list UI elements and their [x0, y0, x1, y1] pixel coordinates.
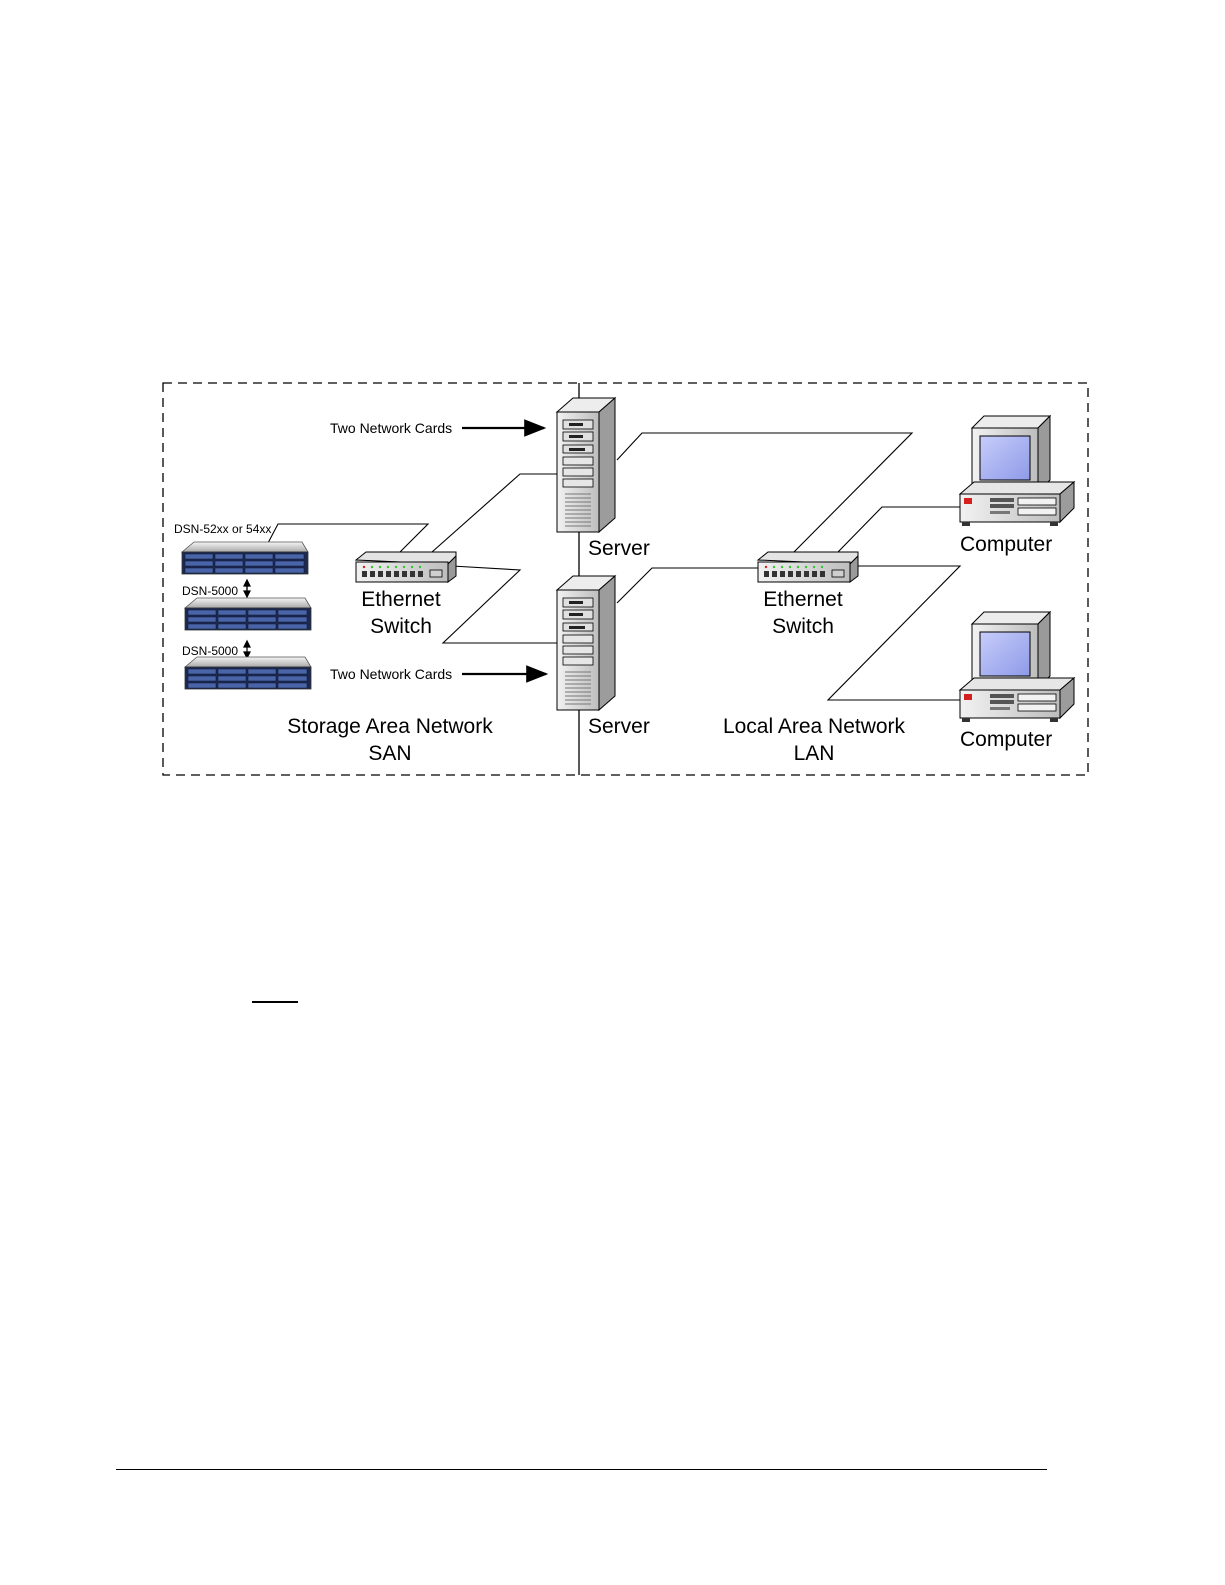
- label-lan-line1: Local Area Network: [704, 713, 924, 740]
- label-two-network-cards-top: Two Network Cards: [330, 421, 452, 435]
- ethernet-switch-icon: [356, 552, 456, 582]
- label-dsn-expansion-2: DSN-5000: [182, 645, 238, 657]
- label-san-region: Storage Area Network SAN: [270, 713, 510, 767]
- label-two-network-cards-bottom: Two Network Cards: [330, 667, 452, 681]
- underline-mark: [252, 1001, 298, 1003]
- label-switch-san: Ethernet Switch: [352, 586, 450, 640]
- label-switch-lan-line1: Ethernet: [754, 586, 852, 613]
- daisy-chain-arrow-1-head: [244, 580, 250, 597]
- storage-array-icon: [182, 542, 308, 574]
- daisy-chain-arrow-2-head: [244, 641, 250, 658]
- desktop-computer-icon: [960, 612, 1074, 722]
- label-dsn-primary: DSN-52xx or 54xx: [174, 523, 271, 535]
- label-dsn-expansion-1: DSN-5000: [182, 585, 238, 597]
- label-computer-top: Computer: [960, 531, 1052, 558]
- label-computer-bottom: Computer: [960, 726, 1052, 753]
- label-san-line2: SAN: [270, 740, 510, 767]
- label-lan-region: Local Area Network LAN: [704, 713, 924, 767]
- footer-rule: [116, 1469, 1047, 1470]
- ethernet-switch-icon: [758, 552, 858, 582]
- label-server-top: Server: [588, 535, 650, 562]
- label-server-bottom: Server: [588, 713, 650, 740]
- label-switch-san-line2: Switch: [352, 613, 450, 640]
- storage-array-icon: [185, 598, 311, 630]
- label-lan-line2: LAN: [704, 740, 924, 767]
- label-switch-lan: Ethernet Switch: [754, 586, 852, 640]
- desktop-computer-icon: [960, 416, 1074, 526]
- server-tower-icon: [557, 398, 615, 532]
- label-switch-lan-line2: Switch: [754, 613, 852, 640]
- label-switch-san-line1: Ethernet: [352, 586, 450, 613]
- server-tower-icon: [557, 576, 615, 710]
- label-san-line1: Storage Area Network: [270, 713, 510, 740]
- storage-array-icon: [185, 657, 311, 689]
